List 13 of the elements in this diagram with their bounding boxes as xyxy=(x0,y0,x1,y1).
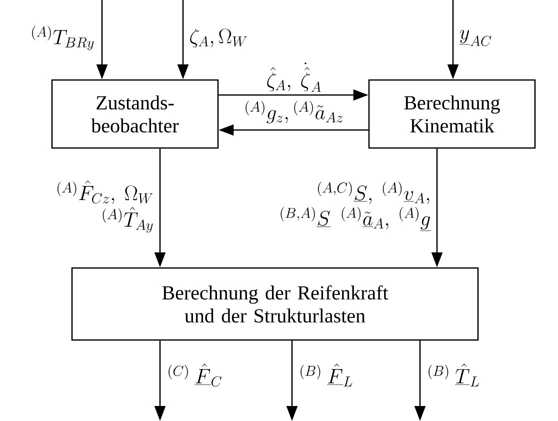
edge-label: ${}^{(B)}\ \underline{\hat{T}}_L$ xyxy=(428,364,479,386)
process-box: Berechnung Kinematik xyxy=(368,79,536,149)
edge-label: $\hat{\zeta}_A,\ \dot{\hat{\zeta}}_A$ xyxy=(267,62,321,92)
process-box: Zustands- beobachter xyxy=(51,79,219,149)
edge-label: $\zeta_A, \Omega_W$ xyxy=(190,28,247,48)
edge-label: ${}^{(A)}T_{BRy}$ xyxy=(32,26,94,50)
edge-label: ${}^{(B)}\ \underline{\hat{F}}_L$ xyxy=(300,364,352,386)
edge-label: ${}^{(C)}\ \underline{\hat{F}}_C$ xyxy=(168,364,222,387)
edge-label: ${}^{(A)}g_z, {}^{(A)}\tilde{a}_{Az}$ xyxy=(246,100,343,124)
edge-label: $\begin{array}{@{}r@{}}{}^{(A,C)}\underline{S},\ {}^{(A)}\underline{v}_A,\\ {}^{(B,A)}\underline{S}\ \ {}^{(A)}\underline{\tilde{a}}_A,\ {}^{(A)}\underline{g}\end{array}$ xyxy=(280,182,431,231)
edge-label: $\begin{array}{@{}r@{}}{}^{(A)}\hat{F}_{Cz},\ \Omega_W\\ {}^{(A)}\hat{T}_{Ay}\end{array}$ xyxy=(58,180,153,233)
process-box: Berechnung der Reifenkraft und der Strukturlasten xyxy=(71,267,479,341)
edge-label: $\underline{y}_{AC}$ xyxy=(459,30,492,46)
